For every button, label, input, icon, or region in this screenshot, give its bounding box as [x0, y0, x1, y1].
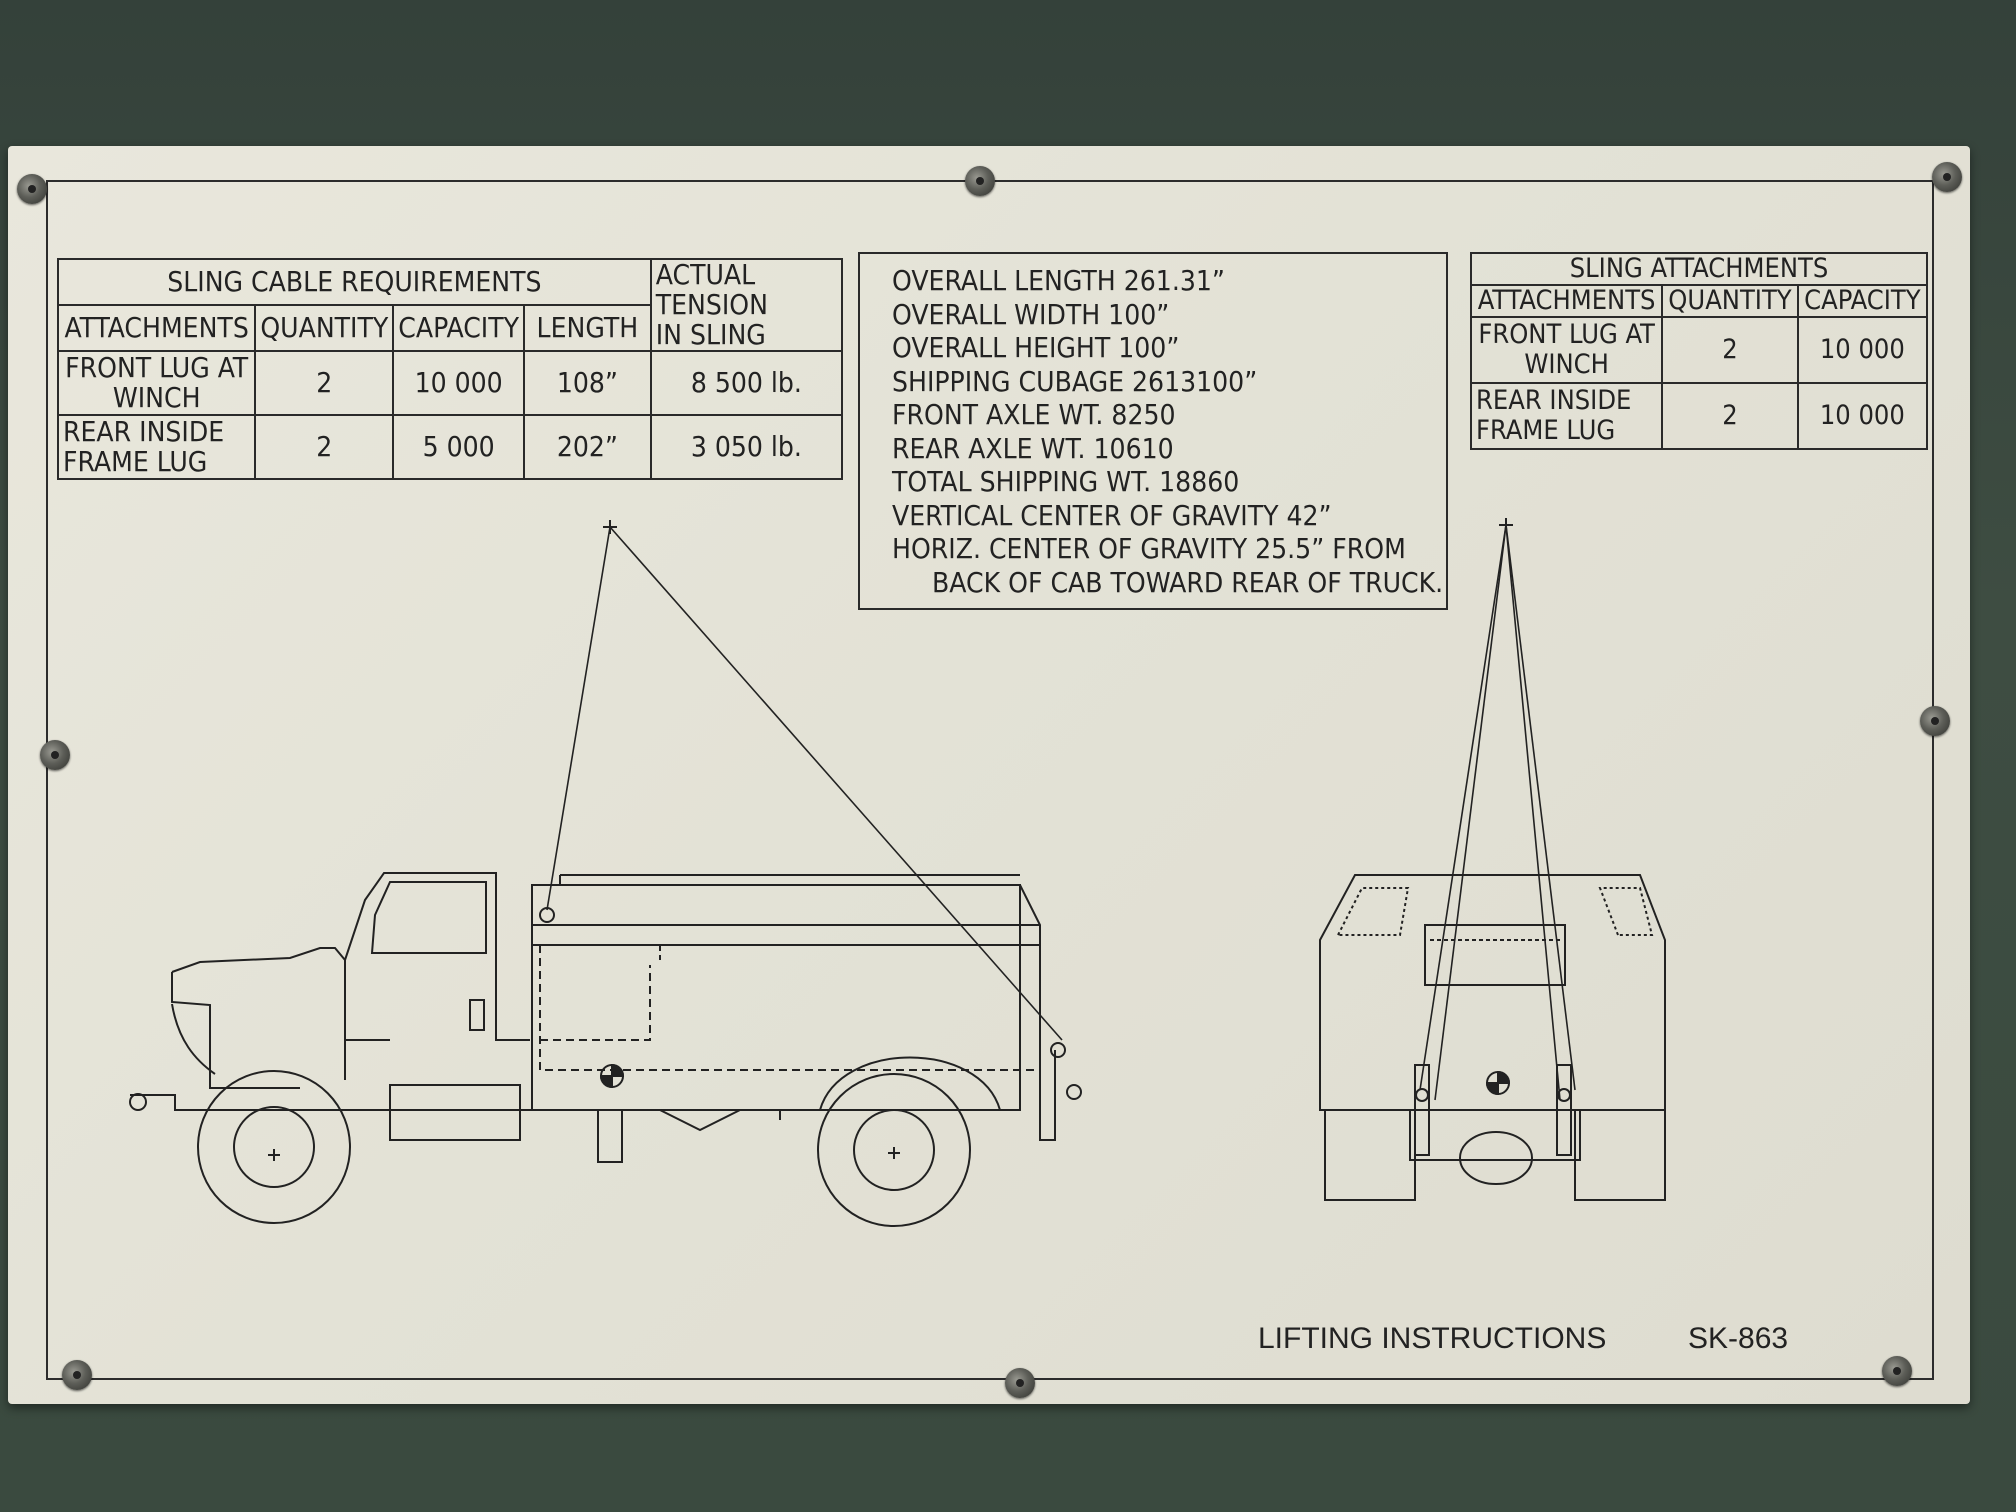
- table-title: SLING CABLE REQUIREMENTS: [57, 258, 652, 305]
- table-cell-quantity: 2: [254, 350, 395, 416]
- table-cell-tension: 3 050 lb.: [649, 414, 844, 480]
- data-line: HORIZ. CENTER OF GRAVITY 25.5” FROM: [892, 532, 1406, 565]
- table-cell-quantity: 2: [1661, 316, 1799, 384]
- tension-header-line1: ACTUAL TENSION: [655, 258, 768, 321]
- truck-rear-view: [1319, 518, 1666, 1201]
- col-header-attachments: ATTACHMENTS: [56, 304, 257, 352]
- data-line: VERTICAL CENTER OF GRAVITY 42”: [892, 498, 1332, 532]
- tension-header-line2: IN SLING: [655, 318, 766, 351]
- drawing-code: SK-863: [1688, 1322, 1789, 1355]
- col-header-capacity: CAPACITY: [1796, 284, 1929, 318]
- vehicle-data-box: OVERALL LENGTH 261.31” OVERALL WIDTH 100…: [858, 252, 1448, 610]
- table-cell-capacity: 10 000: [392, 350, 525, 416]
- screw-icon: [40, 740, 70, 770]
- screw-icon: [17, 174, 47, 204]
- attachment-line: FRAME LUG: [1476, 415, 1616, 446]
- table-row-attachment: REAR INSIDE FRAME LUG: [1469, 382, 1664, 450]
- col-header-attachments: ATTACHMENTS: [1469, 284, 1664, 318]
- data-line: SHIPPING CUBAGE 2613100”: [892, 364, 1258, 398]
- data-line: TOTAL SHIPPING WT. 18860: [892, 465, 1240, 498]
- screw-icon: [965, 166, 995, 196]
- col-header-length: LENGTH: [523, 304, 652, 352]
- table-row-attachment: REAR INSIDE FRAME LUG: [56, 414, 257, 480]
- truck-side-view: [129, 520, 1082, 1227]
- attachment-line: FRONT LUG AT: [1478, 319, 1655, 350]
- screw-icon: [1005, 1368, 1035, 1398]
- table-cell-length: 202”: [523, 414, 652, 480]
- caption-lifting-instructions: LIFTING INSTRUCTIONS: [1258, 1322, 1607, 1355]
- attachment-line: FRONT LUG AT: [65, 351, 249, 384]
- attachment-line: REAR INSIDE: [1476, 385, 1632, 416]
- col-header-quantity: QUANTITY: [254, 304, 395, 352]
- attachment-line: FRAME LUG: [63, 445, 208, 478]
- data-line: OVERALL HEIGHT 100”: [892, 331, 1180, 364]
- table-cell-quantity: 2: [254, 414, 395, 480]
- table-row-attachment: FRONT LUG AT WINCH: [1469, 316, 1664, 384]
- sling-attachments-table: SLING ATTACHMENTS ATTACHMENTS QUANTITY C…: [1469, 252, 1929, 450]
- attachment-line: WINCH: [112, 381, 201, 414]
- sling-cable-requirements-table: SLING CABLE REQUIREMENTS ACTUAL TENSION …: [56, 258, 844, 480]
- data-line-continuation: BACK OF CAB TOWARD REAR OF TRUCK.: [932, 565, 1444, 599]
- table-row-attachment: FRONT LUG AT WINCH: [56, 350, 257, 416]
- screw-icon: [62, 1360, 92, 1390]
- table-cell-capacity: 10 000: [1796, 316, 1929, 384]
- attachment-line: WINCH: [1524, 349, 1609, 380]
- col-header-capacity: CAPACITY: [392, 304, 525, 352]
- table-cell-capacity: 5 000: [392, 414, 525, 480]
- table-cell-capacity: 10 000: [1796, 382, 1929, 450]
- data-line: OVERALL LENGTH 261.31”: [892, 264, 1225, 297]
- tension-header: ACTUAL TENSION IN SLING: [649, 258, 844, 352]
- data-line: REAR AXLE WT. 10610: [892, 431, 1174, 465]
- table-cell-tension: 8 500 lb.: [649, 350, 844, 416]
- data-line: OVERALL WIDTH 100”: [892, 297, 1170, 331]
- table-cell-quantity: 2: [1661, 382, 1799, 450]
- screw-icon: [1882, 1356, 1912, 1386]
- table-cell-length: 108”: [523, 350, 652, 416]
- screw-icon: [1920, 706, 1950, 736]
- table-title: SLING ATTACHMENTS: [1470, 252, 1928, 286]
- col-header-quantity: QUANTITY: [1661, 284, 1799, 318]
- attachment-line: REAR INSIDE: [63, 415, 225, 448]
- screw-icon: [1932, 162, 1962, 192]
- data-line: FRONT AXLE WT. 8250: [892, 398, 1176, 431]
